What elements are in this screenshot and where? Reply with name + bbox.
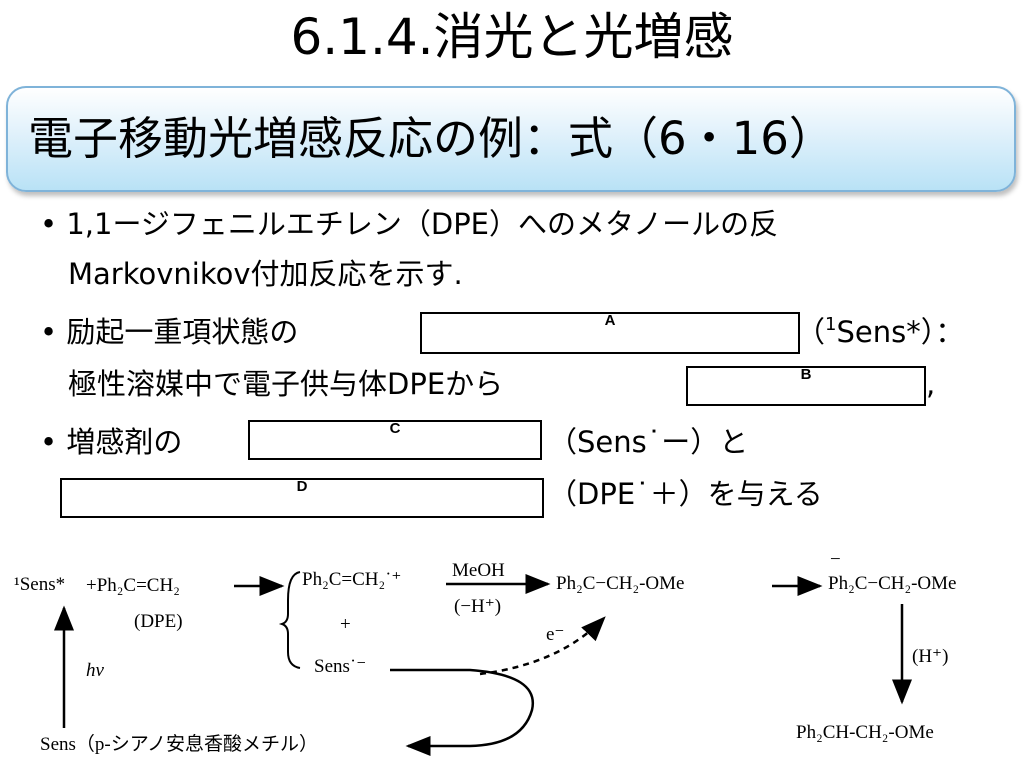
sens-excited-label: ¹Sens* [14,574,65,595]
subtitle-text: 電子移動光増感反応の例：式（6・16） [28,112,834,165]
dpe-radical-cation: Ph₂C=CH₂˙⁺ [302,569,401,590]
sens-star-label: Sens*）： [836,315,965,349]
plus-sign: + [340,614,351,635]
dpe-formula: +Ph₂C=CH₂ [86,575,180,596]
bullet-marker: • [40,425,58,459]
dashed-electron-arrow [479,616,606,676]
sens-radical-anion: Sens˙⁻ [314,656,366,677]
final-product: Ph₂CH-CH₂-OMe [796,722,934,743]
paren-open: （ [796,315,826,349]
bullet-marker: • [40,315,58,349]
bullet-2-text: 励起一重項状態の [66,315,299,349]
bullet-2-line-1: • 励起一重項状態の [40,304,298,360]
anion-intermediate: Ph₂C−CH₂-OMe [828,573,956,594]
hv-label: hν [86,660,105,681]
bullet-3-line-2-tail: （DPE˙＋）を与える [548,477,823,511]
minus-proton-label: (−H⁺) [454,596,501,617]
bullet-2-line-2-tail: , [926,367,936,401]
reaction-scheme: ¹Sens* +Ph₂C=CH₂ (DPE) Ph₂C=CH₂˙⁺ + Sens… [14,549,956,756]
bullet-3-text: 増感剤の [66,425,183,459]
redaction-box-d: D [60,478,544,518]
bullet-2-line-1-tail: （1Sens*）： [796,304,964,365]
radical-intermediate: Ph₂C−CH₂-OMe [556,573,684,594]
dpe-label: (DPE) [134,611,183,632]
slide-title: 6.1.4.消光と光増感 [290,8,734,66]
ion-pair-brace [278,571,301,669]
bullet-3-line-1-tail: （Sens˙ー）と [548,425,749,459]
bullet-marker: • [40,207,58,241]
bullet-2-line-2: 極性溶媒中で電子供与体DPEから [68,367,504,401]
meoh-label: MeOH [452,560,505,581]
redaction-box-a: A [420,312,800,354]
anion-marker: − [830,549,841,570]
sensitizer-ground-state: Sens（p-シアノ安息香酸メチル） [40,733,318,755]
bullet-1-line-1: • 1,1ージフェニルエチレン（DPE）へのメタノールの反 [40,196,778,252]
subtitle-banner: 電子移動光増感反応の例：式（6・16） [6,86,1016,192]
redaction-box-b: B [686,366,926,406]
electron-label: e⁻ [546,624,564,645]
bullet-3-line-1: • 増感剤の [40,414,182,470]
sens-regeneration-arrow [390,668,535,756]
bullet-1-line-2: Markovnikov付加反応を示す. [68,257,463,291]
superscript-one: 1 [825,314,837,335]
bullet-1-text: 1,1ージフェニルエチレン（DPE）へのメタノールの反 [66,207,779,241]
proton-label: (H⁺) [912,646,948,667]
redaction-box-c: C [248,420,542,460]
